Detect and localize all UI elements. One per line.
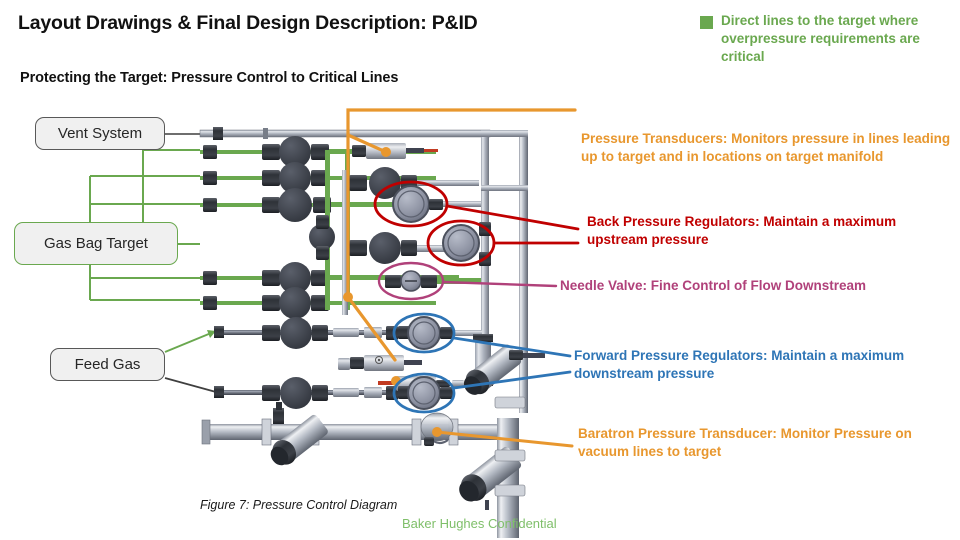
right-column-valves (349, 167, 479, 264)
legend-label: Direct lines to the target where overpre… (721, 13, 920, 64)
callout-pressure-transducers: Pressure Transducers: Monitors pressure … (581, 131, 951, 164)
node-label: Feed Gas (74, 356, 141, 373)
pressure-transducer (378, 376, 464, 391)
process-line-row (200, 136, 459, 409)
node-label: Vent System (57, 125, 143, 142)
pipe-network (199, 127, 528, 538)
angle-valve-assembly (459, 446, 526, 510)
leader-lines (343, 108, 580, 448)
callout-forward-pressure-regulators: Forward Pressure Regulators: Maintain a … (574, 348, 905, 381)
page-subtitle: Protecting the Target: Pressure Control … (20, 70, 399, 86)
back-pressure-regulator (442, 222, 491, 266)
callout-back-pressure-regulators: Back Pressure Regulators: Maintain a max… (587, 214, 897, 247)
forward-pressure-regulator (398, 316, 482, 350)
node-label: Gas Bag Target (44, 235, 148, 252)
angle-valve-assembly (270, 414, 328, 466)
pressure-transducer (352, 143, 438, 159)
angle-valve-assembly (463, 334, 545, 409)
needle-valve (385, 270, 481, 292)
page-title: Layout Drawings & Final Design Descripti… (18, 12, 478, 34)
legend-green-swatch-icon (700, 16, 713, 29)
back-pressure-regulator (392, 185, 481, 223)
leader-line-bpr (373, 180, 580, 267)
callout-needle-valve: Needle Valve: Fine Control of Flow Downs… (560, 278, 867, 293)
leader-line-fpr (392, 312, 572, 414)
node-gas-bag-target[interactable]: Gas Bag Target (14, 222, 178, 265)
leader-line-baratron (435, 430, 574, 448)
confidential-notice: Baker Hughes Confidential (402, 516, 557, 531)
forward-pressure-regulator (398, 376, 454, 410)
node-feed-gas[interactable]: Feed Gas (50, 348, 165, 381)
leader-line-needle-valve (377, 261, 558, 301)
figure-caption: Figure 7: Pressure Control Diagram (200, 498, 398, 512)
leader-line-transducers (346, 108, 577, 362)
green-riser (309, 150, 350, 310)
node-vent-system[interactable]: Vent System (35, 117, 165, 150)
baratron-transducer (420, 412, 454, 446)
pressure-transducer (338, 355, 422, 371)
callout-baratron-pressure-transducer: Baratron Pressure Transducer: Monitor Pr… (578, 426, 912, 459)
legend: Direct lines to the target where overpre… (700, 12, 958, 65)
